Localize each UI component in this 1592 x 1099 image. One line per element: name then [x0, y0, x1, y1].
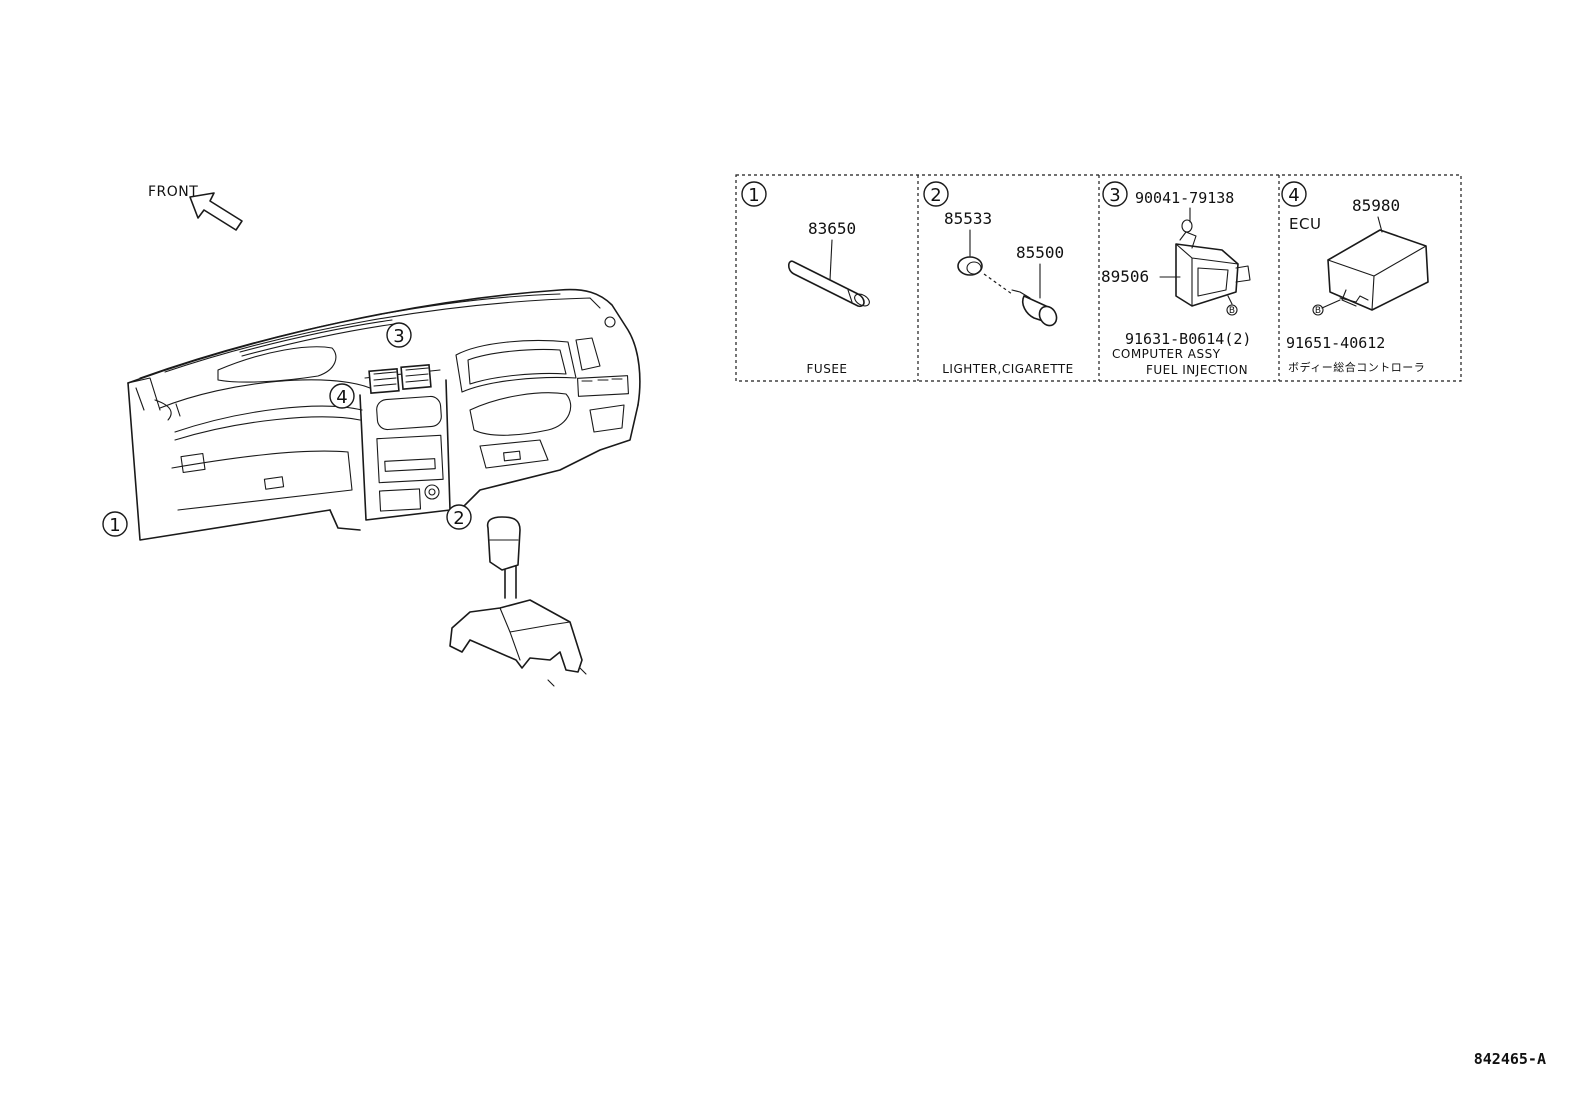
- panel-4-caption: ボディー総合コントローラ: [1288, 360, 1425, 374]
- svg-text:4: 4: [336, 387, 347, 408]
- panel-3-caption-line2: FUEL INJECTION: [1146, 363, 1248, 377]
- part-85500: 85500: [1016, 243, 1064, 262]
- bolt-marker-icon: B: [1226, 304, 1238, 316]
- panel-2: 2 85533 85500 LIGHTER,CIGARETTE: [923, 181, 1074, 376]
- svg-text:B: B: [1315, 306, 1321, 316]
- lighter-plug-icon: [1011, 289, 1058, 327]
- part-91631-B0614: 91631-B0614(2): [1125, 330, 1251, 348]
- panel-3: 3 90041-79138 89506 B 91631-B0614(2) COM…: [1101, 181, 1251, 377]
- panel-3-caption-line1: COMPUTER ASSY: [1112, 347, 1221, 361]
- fuse-icon: [787, 260, 870, 308]
- front-label: FRONT: [148, 184, 198, 200]
- bolt-marker-icon-2: B: [1312, 304, 1324, 316]
- panel-1: 1 83650 FUSEE: [741, 181, 870, 376]
- callout-1: 1: [102, 511, 128, 537]
- panel-1-number: 1: [748, 185, 759, 206]
- panel-4-number: 4: [1288, 185, 1299, 206]
- callout-4: 4: [329, 383, 355, 409]
- dashboard-illustration: [127, 288, 641, 687]
- svg-text:2: 2: [453, 508, 464, 529]
- callout-3: 3: [386, 322, 412, 348]
- part-85980: 85980: [1352, 196, 1400, 215]
- diagram-code: 842465-A: [1474, 1050, 1546, 1068]
- part-83650: 83650: [808, 219, 856, 238]
- panel-3-number: 3: [1109, 185, 1120, 206]
- ecu-label: ECU: [1289, 215, 1321, 233]
- ecu-icon: [1327, 229, 1429, 311]
- front-arrow-icon: [189, 192, 243, 231]
- part-91651-40612: 91651-40612: [1286, 334, 1385, 352]
- part-89506: 89506: [1101, 267, 1149, 286]
- part-90041-79138: 90041-79138: [1135, 189, 1234, 207]
- bolt-icon: [1181, 219, 1193, 233]
- svg-text:1: 1: [109, 515, 120, 536]
- panel-2-number: 2: [930, 185, 941, 206]
- panel-4: 4 ECU 85980 B 91651-40612 ボディー総合コントローラ: [1281, 181, 1429, 374]
- panel-1-caption: FUSEE: [807, 362, 848, 376]
- computer-assy-icon: [1175, 231, 1251, 307]
- svg-text:B: B: [1229, 306, 1235, 316]
- svg-text:3: 3: [393, 326, 404, 347]
- panel-2-caption: LIGHTER,CIGARETTE: [942, 362, 1074, 376]
- callout-2: 2: [446, 504, 472, 530]
- parts-table: [735, 174, 1462, 382]
- part-85533: 85533: [944, 209, 992, 228]
- lighter-socket-icon: [957, 256, 983, 276]
